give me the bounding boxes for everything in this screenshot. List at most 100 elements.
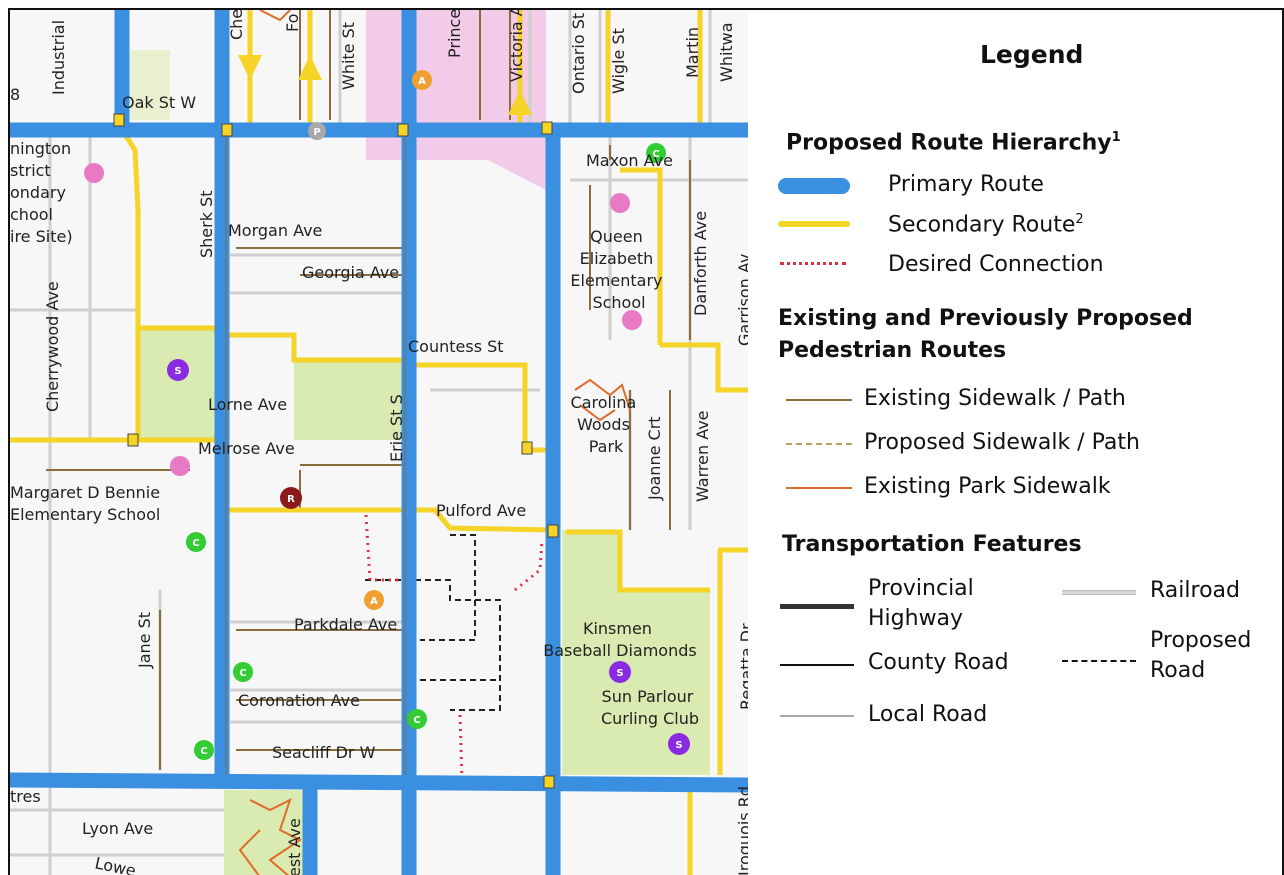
park-area-north	[130, 50, 170, 120]
street-label: Industrial	[49, 20, 68, 95]
marker-c[interactable]: C	[646, 143, 666, 163]
street-label: Prince	[445, 10, 464, 58]
street-label: Lowe	[93, 853, 137, 875]
legend-heading-transport: Transportation Features	[782, 532, 1082, 557]
street-label: Lyon Ave	[82, 819, 153, 838]
legend-heading-existing: Existing and Previously Proposed	[778, 306, 1193, 331]
legend-item-text: Proposed	[1150, 628, 1252, 653]
street-label: tres	[10, 787, 41, 806]
street-label: Seacliff Dr W	[272, 743, 376, 762]
place-label-queen-elizabeth: Queen Elizabeth Elementary School	[570, 227, 667, 312]
place-label-margaret-bennie: Margaret D Bennie Elementary School	[10, 483, 165, 524]
svg-text:S: S	[675, 740, 682, 751]
marker-p[interactable]: P	[308, 122, 326, 140]
svg-text:C: C	[413, 715, 420, 726]
marker-c[interactable]: C	[407, 709, 427, 729]
local-road-swatch	[780, 715, 854, 717]
legend-title: Legend	[980, 40, 1084, 69]
legend-heading-existing-line2: Pedestrian Routes	[778, 338, 1007, 363]
school-icons	[84, 163, 642, 476]
map-panel[interactable]: A A P C C C C	[8, 8, 748, 875]
svg-text:C: C	[652, 149, 659, 160]
marker-c[interactable]: C	[233, 662, 253, 682]
marker-a[interactable]: A	[412, 70, 432, 90]
street-label: 8	[10, 85, 20, 104]
street-label: Lorne Ave	[208, 395, 287, 414]
legend-item-provincial-highway: Provincial Highway	[868, 574, 974, 634]
street-label: White St	[339, 22, 358, 90]
direction-arrow-north	[508, 90, 532, 115]
legend-heading-text: Proposed Route Hierarchy	[786, 130, 1112, 156]
street-label: Parkdale Ave	[294, 615, 397, 634]
existing-sidewalk-swatch	[786, 399, 852, 401]
svg-text:C: C	[192, 538, 199, 549]
svg-text:P: P	[313, 127, 320, 138]
park-sidewalk-swatch	[786, 487, 852, 489]
svg-text:C: C	[200, 746, 207, 757]
direction-arrow-south	[238, 55, 262, 80]
primary-routes	[10, 10, 748, 875]
legend-item-railroad: Railroad	[1150, 578, 1240, 603]
street-label: Joanne Crt	[645, 416, 664, 501]
marker-a[interactable]: A	[364, 590, 384, 610]
marker-s[interactable]: S	[167, 359, 189, 381]
street-label: Coronation Ave	[238, 691, 360, 710]
marker-c[interactable]: C	[186, 532, 206, 552]
legend-item-park-sidewalk: Existing Park Sidewalk	[864, 474, 1111, 499]
street-label: Pulford Ave	[436, 501, 526, 520]
street-label: Morgan Ave	[228, 221, 322, 240]
footnote-mark: 2	[1075, 212, 1084, 227]
street-label: Melrose Ave	[198, 439, 295, 458]
pedestrian-crossing-icons	[113, 113, 559, 789]
legend-item-primary-route: Primary Route	[888, 172, 1044, 197]
legend-panel: Legend Proposed Route Hierarchy1 Primary…	[748, 8, 1284, 875]
marker-s[interactable]: S	[609, 661, 631, 683]
street-label: Oak St W	[122, 93, 196, 112]
direction-arrow-north	[298, 55, 322, 80]
legend-heading-hierarchy: Proposed Route Hierarchy1	[786, 130, 1121, 155]
street-label: Regatta Dr	[737, 623, 748, 710]
street-label: Warren Ave	[693, 410, 712, 502]
place-label-carolina-woods: Carolina Woods Park	[571, 393, 642, 456]
desired-connection-swatch	[780, 262, 846, 265]
proposed-road	[365, 534, 501, 711]
desired-connections	[364, 514, 544, 781]
county-road-swatch	[780, 664, 854, 666]
pink-zone	[430, 130, 546, 190]
place-label-district-school: nington strict ondary chool ire Site)	[10, 139, 76, 246]
marker-c[interactable]: C	[194, 740, 214, 760]
street-label: Danforth Ave	[691, 211, 710, 316]
legend-item-text: Provincial	[868, 576, 974, 601]
place-label-sun-parlour: Sun Parlour Curling Club	[601, 687, 699, 728]
street-label: Che	[227, 10, 246, 40]
marker-r[interactable]: R	[280, 487, 302, 509]
legend-item-local-road: Local Road	[868, 702, 988, 727]
svg-text:C: C	[239, 668, 246, 679]
park-sidewalks	[238, 10, 631, 875]
proposed-sidewalk-swatch	[786, 443, 852, 445]
legend-item-desired-connection: Desired Connection	[888, 252, 1104, 277]
street-label: Wigle St	[609, 28, 628, 94]
footnote-mark: 1	[1111, 130, 1121, 145]
park-area-west	[138, 328, 218, 440]
street-label: Georgia Ave	[302, 263, 399, 282]
place-label-kinsmen: Kinsmen Baseball Diamonds	[543, 619, 696, 660]
svg-text:S: S	[616, 668, 623, 679]
secondary-routes	[10, 10, 748, 875]
street-label: Maxon Ave	[586, 151, 673, 170]
legend-item-text: Highway	[868, 606, 964, 631]
map-canvas[interactable]: A A P C C C C	[10, 10, 748, 875]
legend-item-existing-sidewalk: Existing Sidewalk / Path	[864, 386, 1126, 411]
provincial-highway-swatch	[780, 604, 854, 609]
primary-route-swatch	[778, 178, 850, 194]
street-label: est Ave	[285, 818, 304, 875]
street-label: Jane St	[135, 612, 154, 669]
street-label: Fo	[283, 14, 302, 32]
secondary-route-swatch	[778, 221, 850, 227]
street-label: Iroquois Rd	[735, 786, 748, 875]
proposed-road-swatch	[1062, 660, 1136, 662]
marker-s[interactable]: S	[668, 733, 690, 755]
legend-item-proposed-sidewalk: Proposed Sidewalk / Path	[864, 430, 1140, 455]
legend-item-secondary-route: Secondary Route2	[888, 212, 1084, 237]
legend-item-text: Secondary Route	[888, 212, 1076, 238]
